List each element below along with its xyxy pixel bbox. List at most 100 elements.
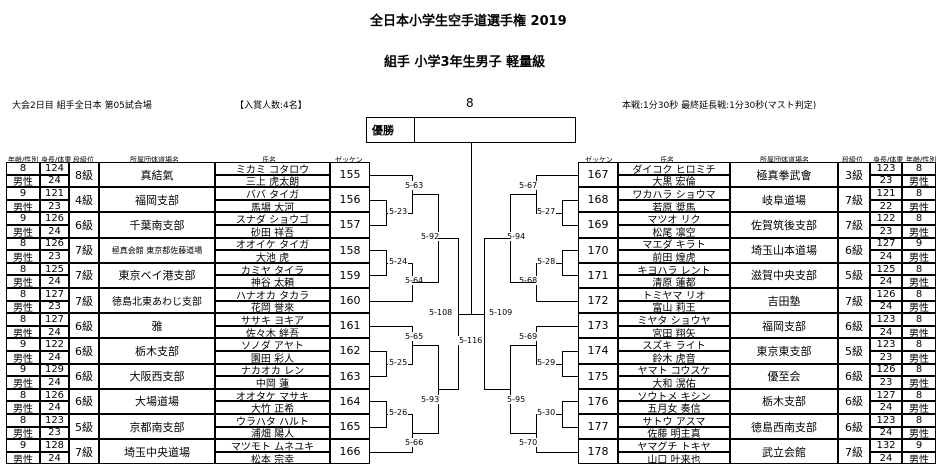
right-weight: 24 bbox=[870, 426, 902, 440]
bracket-line bbox=[458, 314, 471, 315]
right-age: 8 bbox=[902, 288, 936, 301]
left-number: 165 bbox=[330, 414, 370, 440]
right-sex: 男性 bbox=[902, 426, 936, 440]
left-grade: 5級 bbox=[69, 414, 99, 440]
col-name-left: 氏名 bbox=[262, 156, 276, 164]
left-sex: 男性 bbox=[6, 300, 40, 314]
right-name-kanji: 鈴木 虎音 bbox=[618, 351, 730, 364]
bracket-line bbox=[562, 250, 563, 276]
left-name-kanji: 花岡 誉來 bbox=[215, 300, 330, 314]
left-name-kana: スナダ ショウゴ bbox=[215, 212, 330, 225]
right-age: 8 bbox=[902, 388, 936, 402]
left-age: 8 bbox=[6, 162, 40, 175]
left-height: 127 bbox=[40, 313, 69, 326]
bracket-line bbox=[370, 427, 386, 428]
left-age: 8 bbox=[6, 262, 40, 276]
left-height: 126 bbox=[40, 388, 69, 402]
match-number: 5-29 bbox=[536, 358, 557, 367]
left-sex: 男性 bbox=[6, 351, 40, 364]
left-sex: 男性 bbox=[6, 426, 40, 440]
right-age: 8 bbox=[902, 187, 936, 200]
bracket-line bbox=[536, 326, 578, 327]
match-number: 5-25 bbox=[388, 358, 409, 367]
right-club: 佐賀筑後支部 bbox=[730, 212, 838, 238]
right-club: 優至会 bbox=[730, 363, 838, 389]
bracket-line bbox=[412, 433, 438, 434]
right-grade: 3級 bbox=[838, 162, 870, 188]
bracket-line bbox=[562, 401, 578, 402]
col-grade-left: 段級位 bbox=[73, 156, 94, 164]
left-name-kana: オオイケ タイガ bbox=[215, 237, 330, 251]
bracket-line bbox=[536, 326, 537, 365]
right-weight: 23 bbox=[870, 225, 902, 238]
left-sex: 男性 bbox=[6, 199, 40, 213]
left-weight: 24 bbox=[40, 401, 69, 414]
right-grade: 6級 bbox=[838, 388, 870, 414]
left-name-kanji: 佐々木 絆吾 bbox=[215, 325, 330, 339]
final-line bbox=[471, 143, 472, 315]
right-height: 125 bbox=[870, 262, 902, 276]
right-weight: 23 bbox=[870, 376, 902, 389]
right-age: 8 bbox=[902, 262, 936, 276]
left-name-kanji: 園田 彩人 bbox=[215, 351, 330, 364]
left-sex: 男性 bbox=[6, 325, 40, 339]
left-club: 埼玉中央道場 bbox=[99, 439, 215, 465]
left-weight: 24 bbox=[40, 225, 69, 238]
right-weight: 22 bbox=[870, 199, 902, 213]
bracket-line bbox=[484, 389, 510, 390]
right-club: 栃木支部 bbox=[730, 388, 838, 414]
left-weight: 24 bbox=[40, 325, 69, 339]
left-grade: 7級 bbox=[69, 439, 99, 465]
left-club: 福岡支部 bbox=[99, 187, 215, 213]
left-sex: 男性 bbox=[6, 250, 40, 263]
right-club: 滋賀中央支部 bbox=[730, 262, 838, 288]
left-name-kanji: 砂田 祥吾 bbox=[215, 225, 330, 238]
left-info: 大会2日目 組手全日本 第05試合場 bbox=[12, 101, 152, 111]
right-age: 8 bbox=[902, 338, 936, 351]
left-grade: 7級 bbox=[69, 288, 99, 314]
match-number: 5-93 bbox=[420, 395, 441, 404]
right-height: 132 bbox=[870, 439, 902, 452]
left-age: 8 bbox=[6, 313, 40, 326]
match-number: 5-70 bbox=[518, 438, 539, 447]
right-sex: 男性 bbox=[902, 451, 936, 465]
left-club: 真結氣 bbox=[99, 162, 215, 188]
right-weight: 24 bbox=[870, 300, 902, 314]
right-age: 8 bbox=[902, 162, 936, 175]
right-club: 武立会館 bbox=[730, 439, 838, 465]
left-grade: 8級 bbox=[69, 162, 99, 188]
right-number: 178 bbox=[578, 439, 618, 465]
right-name-kanji: 清原 蓮都 bbox=[618, 275, 730, 288]
left-club: 栃木支部 bbox=[99, 338, 215, 364]
right-name-kanji: 山口 叶来也 bbox=[618, 451, 730, 465]
right-name-kanji: 松尾 凛空 bbox=[618, 225, 730, 238]
right-grade: 7級 bbox=[838, 439, 870, 465]
right-grade: 5級 bbox=[838, 338, 870, 364]
right-name-kana: ソウトメ キシン bbox=[618, 388, 730, 402]
bracket-line bbox=[562, 275, 578, 276]
bracket-line bbox=[510, 433, 536, 434]
left-name-kana: ババ タイガ bbox=[215, 187, 330, 200]
left-sex: 男性 bbox=[6, 225, 40, 238]
right-age: 9 bbox=[902, 237, 936, 251]
bracket-line bbox=[370, 225, 386, 226]
right-age: 8 bbox=[902, 363, 936, 377]
left-club: 大阪西支部 bbox=[99, 363, 215, 389]
left-weight: 23 bbox=[40, 300, 69, 314]
left-club: 極真会館 東京都佐藤道場 bbox=[99, 237, 215, 263]
left-weight: 24 bbox=[40, 451, 69, 465]
right-club: 東京東支部 bbox=[730, 338, 838, 364]
right-number: 173 bbox=[578, 313, 618, 339]
right-name-kana: マツオ リク bbox=[618, 212, 730, 225]
match-number: 5-24 bbox=[388, 257, 409, 266]
left-number: 157 bbox=[330, 212, 370, 238]
bracket-line bbox=[370, 452, 412, 453]
left-number: 155 bbox=[330, 162, 370, 188]
right-height: 123 bbox=[870, 313, 902, 326]
right-sex: 男性 bbox=[902, 225, 936, 238]
right-height: 123 bbox=[870, 414, 902, 427]
right-number: 168 bbox=[578, 187, 618, 213]
left-grade: 4級 bbox=[69, 187, 99, 213]
right-height: 126 bbox=[870, 363, 902, 377]
right-weight: 23 bbox=[870, 351, 902, 364]
